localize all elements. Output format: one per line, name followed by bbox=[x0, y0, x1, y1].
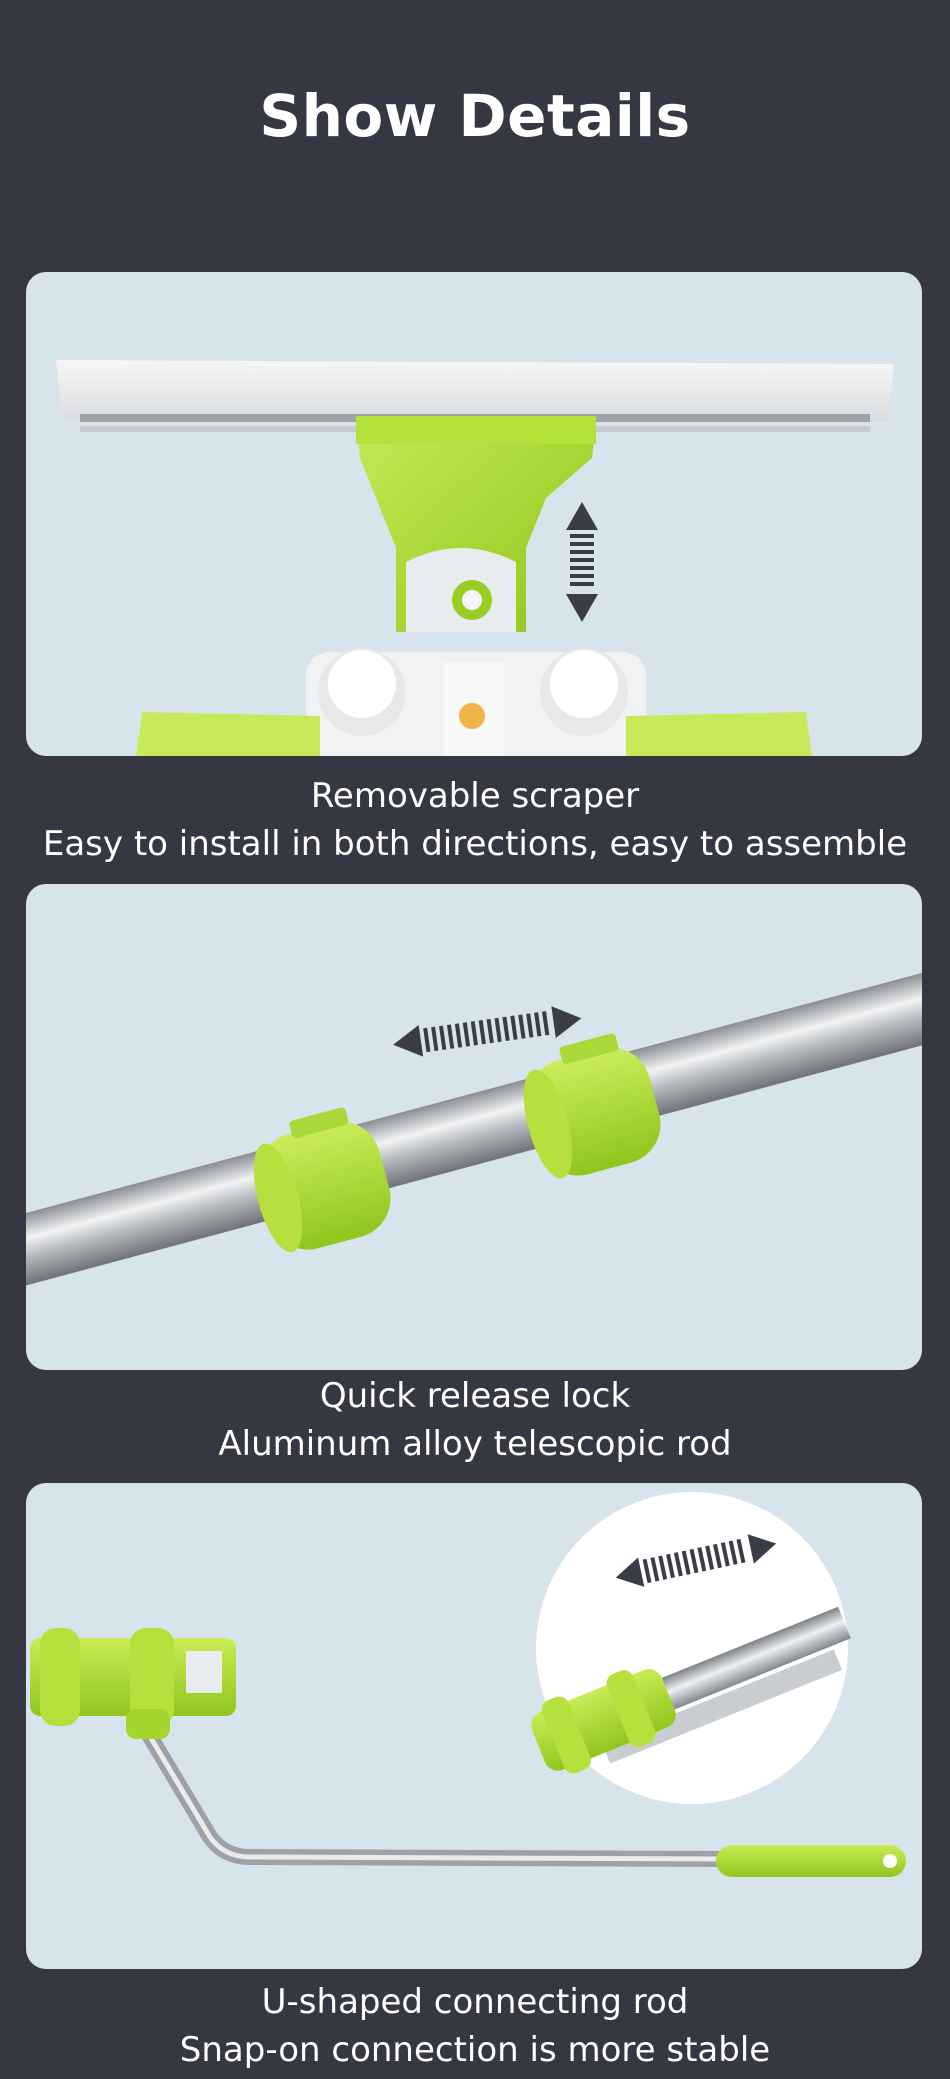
scraper-illustration bbox=[56, 360, 894, 756]
scraper-image-panel bbox=[26, 272, 922, 756]
page-title: Show Details bbox=[259, 82, 691, 150]
rod-caption-detail: Snap-on connection is more stable bbox=[179, 2030, 771, 2070]
rod-image-panel bbox=[26, 1483, 922, 1969]
double-arrow-vertical-icon bbox=[566, 502, 598, 622]
inset-double-arrow-horizontal-icon bbox=[615, 1534, 777, 1587]
scraper-caption-detail: Easy to install in both directions, easy… bbox=[42, 824, 908, 864]
lock-caption-detail: Aluminum alloy telescopic rod bbox=[218, 1424, 732, 1464]
double-arrow-horizontal-icon bbox=[393, 1006, 582, 1057]
scraper-caption: Removable scraper Easy to install in bot… bbox=[0, 772, 950, 868]
rod-caption-title: U-shaped connecting rod bbox=[261, 1982, 689, 2022]
squeegee-blade bbox=[56, 360, 894, 422]
connecting-rod-illustration bbox=[30, 1492, 906, 1877]
green-handle bbox=[716, 1845, 906, 1877]
aluminum-rod bbox=[26, 962, 922, 1295]
lock-caption-title: Quick release lock bbox=[319, 1376, 631, 1416]
rod-caption: U-shaped connecting rod Snap-on connecti… bbox=[0, 1978, 950, 2074]
scraper-caption-title: Removable scraper bbox=[310, 776, 640, 816]
lock-caption: Quick release lock Aluminum alloy telesc… bbox=[0, 1372, 950, 1468]
telescopic-rod-illustration bbox=[26, 962, 922, 1295]
quick-release-clamp-left bbox=[253, 1107, 391, 1253]
quick-release-clamp-right bbox=[523, 1033, 661, 1179]
lock-image-panel bbox=[26, 884, 922, 1370]
